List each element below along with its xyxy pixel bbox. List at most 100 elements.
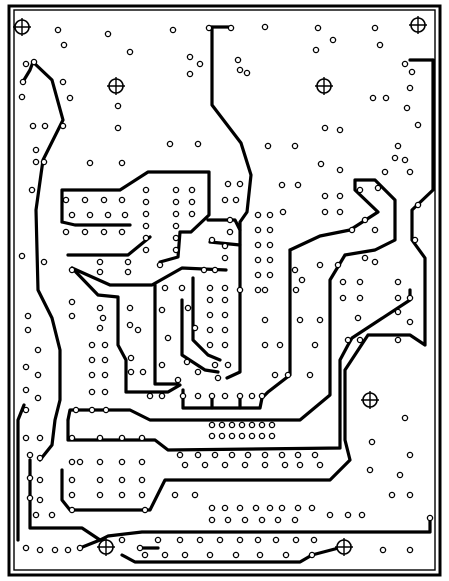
pad [158, 392, 166, 400]
pad [356, 186, 364, 194]
pad [18, 93, 26, 101]
pad [336, 192, 344, 200]
pad [205, 24, 213, 32]
pad [311, 451, 319, 459]
pad [248, 432, 256, 440]
pad [72, 406, 80, 414]
pad [142, 246, 150, 254]
pad [381, 168, 389, 176]
pad [316, 461, 324, 469]
pad [261, 286, 269, 294]
pad [136, 544, 144, 552]
pad [126, 304, 134, 312]
pad [172, 246, 180, 254]
pad [34, 346, 42, 354]
trace [31, 60, 65, 462]
pad [48, 511, 56, 519]
pad [36, 546, 44, 554]
pad [142, 186, 150, 194]
pad [281, 461, 289, 469]
pad [206, 296, 214, 304]
pad [414, 121, 422, 129]
pad [238, 421, 246, 429]
pad [156, 261, 164, 269]
board-outline-outer [7, 4, 442, 577]
pad [241, 461, 249, 469]
pad [118, 476, 126, 484]
pad [226, 216, 234, 224]
pad [368, 438, 376, 446]
pad [176, 536, 184, 544]
pad [292, 536, 300, 544]
pad [196, 60, 204, 68]
pad [224, 516, 232, 524]
trace [70, 266, 228, 287]
pad [266, 504, 274, 512]
mounting-hole-icon [97, 538, 115, 556]
pad [208, 236, 216, 244]
pad [184, 304, 192, 312]
pad [96, 324, 104, 332]
pad [336, 126, 344, 134]
pad [336, 166, 344, 174]
pad [236, 392, 244, 400]
pad [310, 536, 318, 544]
pad [54, 26, 62, 34]
pad [86, 211, 94, 219]
pad [221, 392, 229, 400]
pad [96, 491, 104, 499]
pad [114, 102, 122, 110]
pad [278, 451, 286, 459]
pad [252, 504, 260, 512]
pad [169, 26, 177, 34]
pad [214, 374, 222, 382]
pad [124, 258, 132, 266]
pad [36, 496, 44, 504]
pad [68, 312, 76, 320]
pad [216, 536, 224, 544]
pad [414, 201, 422, 209]
pad [139, 368, 147, 376]
pad [146, 392, 154, 400]
pad [59, 122, 67, 130]
pad [394, 336, 402, 344]
pad [118, 228, 126, 236]
pad [188, 186, 196, 194]
pad [258, 432, 266, 440]
pad [258, 516, 266, 524]
pad [361, 254, 369, 262]
pad [291, 266, 299, 274]
pad [272, 536, 280, 544]
pad [271, 371, 279, 379]
pad [254, 211, 262, 219]
pad [141, 551, 149, 559]
pad [194, 451, 202, 459]
pad [294, 181, 302, 189]
pad [36, 476, 44, 484]
pad [138, 458, 146, 466]
pad [254, 241, 262, 249]
pad [100, 196, 108, 204]
pad [68, 211, 76, 219]
pad [401, 60, 409, 68]
pad [127, 354, 135, 362]
pad [206, 551, 214, 559]
pad [101, 388, 109, 396]
trace [70, 266, 182, 394]
trace [78, 538, 102, 550]
pad [164, 334, 172, 342]
pad [221, 284, 229, 292]
pad [361, 216, 369, 224]
pad [26, 494, 34, 502]
pad [22, 434, 30, 442]
pad [236, 536, 244, 544]
pad [18, 252, 26, 260]
pad [218, 421, 226, 429]
pad [96, 258, 104, 266]
pad [261, 341, 269, 349]
pad [221, 504, 229, 512]
pad [321, 192, 329, 200]
pad [183, 358, 191, 366]
pad [40, 258, 48, 266]
